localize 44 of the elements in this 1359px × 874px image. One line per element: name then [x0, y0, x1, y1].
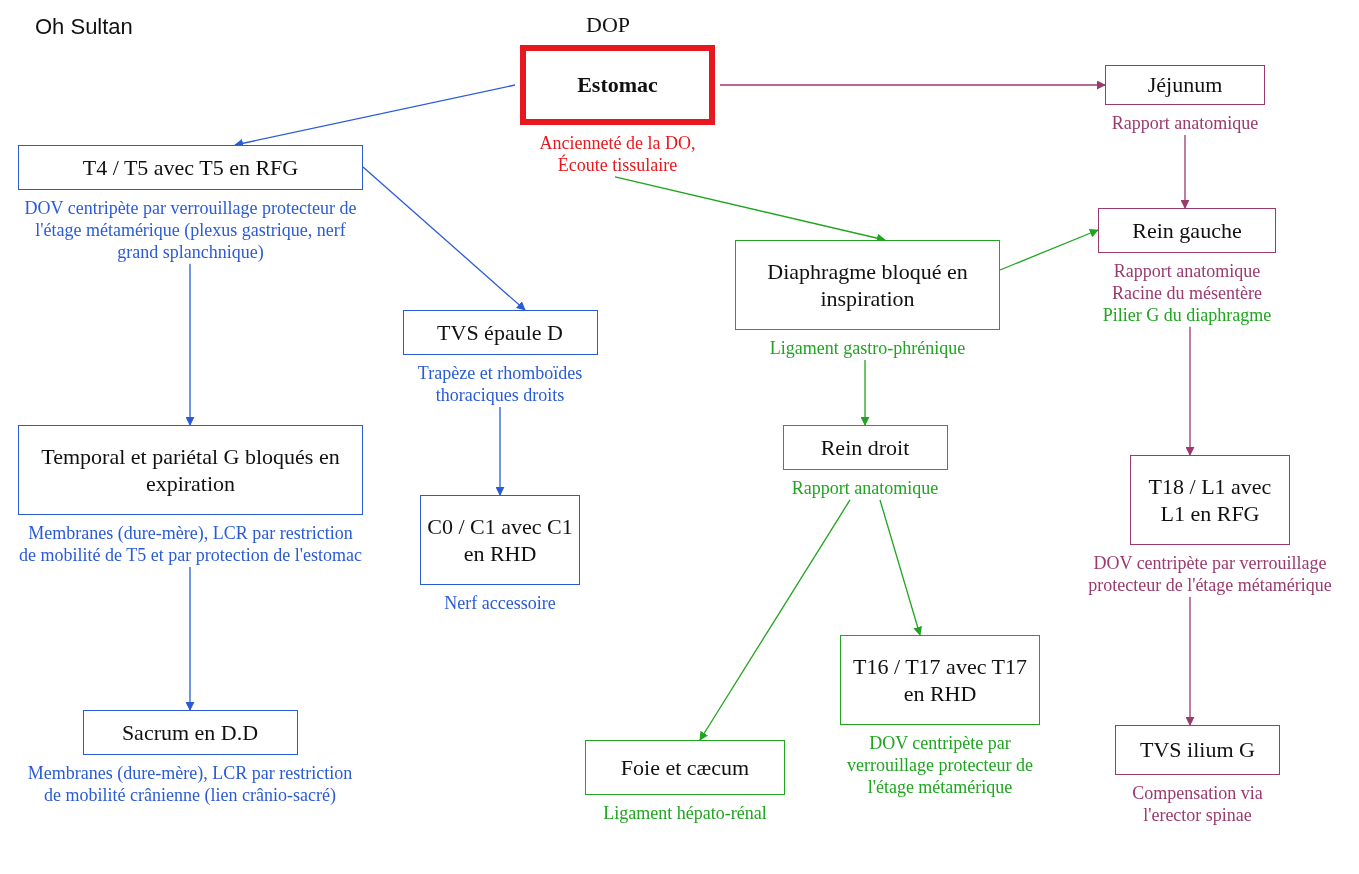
diagram-heading: DOP	[586, 12, 630, 38]
arrow	[999, 228, 1099, 271]
process-box: C0 / C1 avec C1 en RHD	[420, 495, 580, 585]
annotation-text: DOV centripète par verrouillage protecteur de l'étage métamérique (plexus gastrique, nerf grand splanchnique)	[23, 198, 358, 264]
arrow	[1185, 326, 1195, 456]
arrow	[185, 263, 195, 426]
annotation-text: DOV centripète par verrouillage protecteur de l'étage métamérique	[1087, 553, 1333, 597]
annotation-text: Ligament hépato-rénal	[602, 803, 768, 825]
annotation-text: Racine du mésentère	[1111, 282, 1263, 305]
process-box: Foie et cæcum	[585, 740, 785, 795]
arrow	[699, 499, 851, 741]
annotation-text: Pilier G du diaphragme	[1101, 304, 1273, 327]
annotation-text: Rapport anatomique	[1112, 261, 1262, 283]
process-box: TVS épaule D	[402, 310, 598, 355]
annotation-text: Membranes (dure-mère), LCR par restriction de mobilité de T5 et par protection de l'estomac	[18, 523, 363, 567]
process-box: Jéjunum	[1105, 65, 1265, 105]
annotation-text: Compensation via l'erector spinae	[1131, 783, 1264, 827]
arrow	[185, 566, 195, 711]
arrow	[860, 359, 870, 426]
process-box: Diaphragme bloqué en inspiration	[735, 240, 1000, 330]
diagram-author: Oh Sultan	[35, 14, 133, 40]
process-box: T16 / T17 avec T17 en RHD	[840, 635, 1040, 725]
process-box: T18 / L1 avec L1 en RFG	[1130, 455, 1290, 545]
arrow	[719, 80, 1106, 90]
process-box: Rein droit	[782, 425, 948, 470]
arrow	[879, 499, 922, 636]
process-box: T4 / T5 avec T5 en RFG	[18, 145, 363, 190]
annotation-text: Rapport anatomique	[1110, 113, 1260, 135]
annotation-text: Trapèze et rhomboïdes thoraciques droits	[416, 363, 584, 407]
process-box: Sacrum en D.D	[82, 710, 298, 755]
arrow	[1185, 596, 1195, 726]
arrow	[495, 406, 505, 496]
annotation-text: Ligament gastro-phrénique	[768, 338, 967, 360]
arrow	[362, 166, 526, 311]
annotation-text: Ancienneté de la DO, Écoute tissulaire	[538, 133, 697, 177]
process-box: TVS ilium G	[1115, 725, 1280, 775]
process-box: Temporal et pariétal G bloqués en expiration	[18, 425, 363, 515]
arrow	[1180, 134, 1190, 209]
annotation-text: Membranes (dure-mère), LCR par restriction de mobilité crânienne (lien crânio-sacré)	[26, 763, 354, 807]
process-box: Rein gauche	[1098, 208, 1276, 253]
annotation-text: DOV centripète par verrouillage protecteur de l'étage métamérique	[846, 733, 1034, 799]
annotation-text: Nerf accessoire	[443, 593, 557, 615]
process-box: Estomac	[520, 45, 715, 125]
annotation-text: Rapport anatomique	[790, 478, 940, 500]
